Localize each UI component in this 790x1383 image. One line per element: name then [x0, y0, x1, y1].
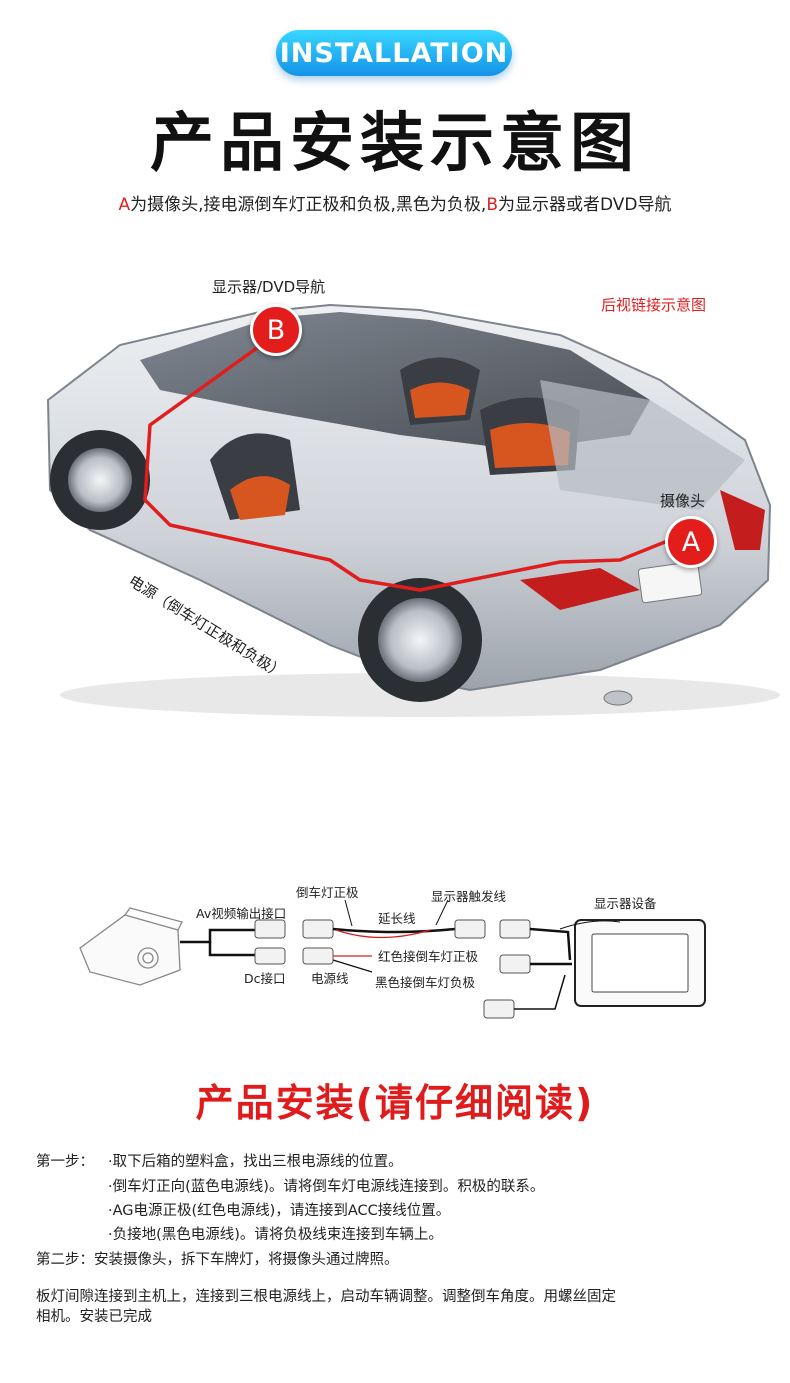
extension-connector-right: [454, 919, 486, 939]
extension-cable-label: 延长线: [378, 911, 416, 926]
rear-rim: [378, 598, 462, 682]
trigger-wire: [335, 929, 431, 939]
step1-item: ·负接地(黑色电源线)。请将负极线束连接到车辆上。: [108, 1227, 443, 1243]
dc-cable: [208, 942, 255, 957]
rear-view-link-label: 后视链接示意图: [601, 296, 707, 314]
black-connect-label: 黑色接倒车灯负极: [375, 975, 476, 990]
subtitle-a-text: 为摄像头,接电源倒车灯正极和负极,黑色为负极,: [130, 195, 487, 215]
trunk-lid: [540, 380, 745, 510]
display-connector: [499, 919, 531, 939]
exhaust: [603, 690, 633, 706]
display-screen: [591, 933, 689, 993]
installation-badge: INSTALLATION: [276, 30, 512, 76]
video-cable: [180, 928, 255, 944]
wiring-diagram: [79, 899, 706, 1019]
display-trigger-label: 显示器触发线: [431, 889, 507, 904]
extension-connector-left: [302, 919, 334, 939]
display-dvd-label: 显示器/DVD导航: [212, 278, 326, 296]
av-output-label: Av视频输出接口: [196, 906, 287, 921]
page-title: 产品安装示意图: [150, 107, 640, 181]
wiring-route: [143, 338, 671, 592]
trigger-pointer: [435, 899, 449, 926]
display-device-label: 显示器设备: [594, 896, 657, 911]
power-plug: [483, 999, 515, 1019]
license-plate: [637, 560, 703, 604]
step1-label: 第一步：: [36, 1154, 94, 1170]
tail-light: [520, 568, 640, 610]
extension-cable: [332, 927, 456, 934]
subtitle-b-text: 为显示器或者DVD导航: [498, 195, 672, 215]
display-cable: [529, 927, 572, 961]
reverse-light-positive-label: 倒车灯正极: [296, 885, 359, 900]
page-subtitle: A为摄像头,接电源倒车灯正极和负极,黑色为负极,B为显示器或者DVD导航: [0, 190, 790, 215]
marker-a: A: [665, 516, 717, 568]
final-line: 板灯间隙连接到主机上，连接到三根电源线上，启动车辆调整。调整倒车角度。用螺丝固定: [36, 1289, 616, 1305]
step1-item: ·倒车灯正向(蓝色电源线)。请将倒车灯电源线连接到。积极的联系。: [108, 1179, 545, 1195]
tail-light-right: [720, 490, 765, 550]
car-cutaway-illustration: [46, 303, 780, 717]
rear-seat-accent: [410, 382, 470, 418]
power-plug-cable: [514, 974, 566, 1010]
av-connector: [254, 919, 286, 939]
install-title: 产品安装(请仔细阅读): [195, 1081, 595, 1125]
front-seat-accent: [230, 476, 290, 520]
trigger-connector: [499, 954, 531, 974]
step1-item: ·取下后箱的塑料盒，找出三根电源线的位置。: [108, 1154, 403, 1170]
step1-item: ·AG电源正极(红色电源线)，请连接到ACC接线位置。: [108, 1203, 451, 1219]
camera-icon: [79, 907, 183, 986]
subtitle-b-marker: B: [486, 195, 498, 215]
subtitle-a-marker: A: [118, 195, 131, 215]
red-connect-label: 红色接倒车灯正极: [378, 949, 479, 964]
front-rim: [68, 448, 132, 512]
step2-text: 第二步：安装摄像头，拆下车牌灯，将摄像头通过牌照。: [36, 1252, 399, 1268]
final-line: 相机。安装已完成: [36, 1309, 152, 1325]
camera-label: 摄像头: [660, 492, 706, 510]
dc-port-label: Dc接口: [244, 971, 286, 986]
black-power-wire: [332, 959, 373, 973]
dc-connector: [254, 947, 286, 965]
power-connector: [302, 947, 334, 965]
power-cable-label: 电源线: [311, 971, 349, 986]
reverse-pointer: [344, 899, 353, 927]
display-pointer: [559, 920, 621, 930]
marker-b: B: [250, 304, 302, 356]
